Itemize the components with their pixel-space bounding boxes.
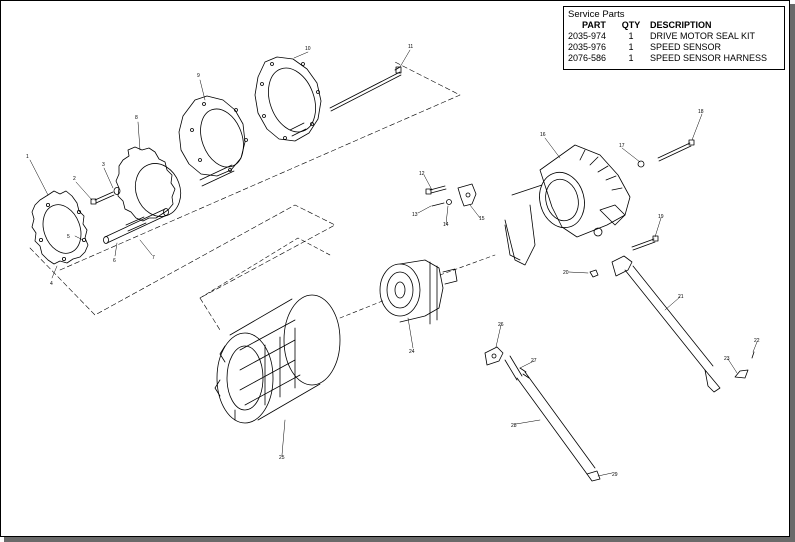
- part-description: SPEED SENSOR HARNESS: [650, 53, 768, 63]
- callout-7: 7: [152, 255, 155, 261]
- part-description: SPEED SENSOR: [650, 42, 722, 52]
- callout-20: 20: [563, 270, 569, 276]
- callout-24: 24: [409, 349, 415, 355]
- callout-23: 23: [724, 356, 730, 362]
- callout-16: 16: [540, 132, 546, 138]
- part-number: 2035-974: [568, 31, 607, 41]
- callout-27: 27: [531, 358, 537, 364]
- callout-29: 29: [612, 472, 618, 478]
- callout-9: 9: [197, 73, 200, 79]
- drive-motor: [379, 259, 458, 325]
- bolt-and-washer: [90, 187, 121, 205]
- callout-11: 11: [408, 44, 413, 50]
- housing-bolt: [637, 139, 695, 168]
- hydraulic-cylinder-right: [611, 255, 721, 393]
- frame-shadow-bottom: [4, 537, 795, 542]
- cover-plate: [254, 56, 322, 142]
- callout-14: 14: [443, 222, 449, 228]
- service-parts-table: Service Parts PART QTY DESCRIPTION 2035-…: [563, 6, 785, 70]
- callout-22: 22: [754, 338, 760, 344]
- callout-25: 25: [279, 455, 285, 461]
- drive-motor-housing: [504, 144, 631, 266]
- cylinder-end-clip: [734, 351, 755, 379]
- callout-28: 28: [511, 423, 517, 429]
- callout-10a: 10: [305, 46, 311, 52]
- callout-12: 12: [419, 171, 425, 177]
- part-qty: 1: [628, 53, 634, 63]
- callout-13: 13: [412, 212, 418, 218]
- header-description: DESCRIPTION: [650, 20, 712, 30]
- callout-6: 6: [113, 258, 116, 264]
- sprocket-plate: [31, 190, 89, 265]
- assembly-guide-line-upper: [29, 61, 461, 331]
- service-parts-header-row: PART QTY DESCRIPTION: [568, 20, 780, 31]
- part-qty: 1: [628, 31, 634, 41]
- long-bolt: [394, 66, 401, 71]
- assembly-guide-line-lower: [199, 237, 496, 319]
- part-number: 2035-976: [568, 42, 607, 52]
- leader-lines: [29, 49, 758, 477]
- hub-plate: [115, 146, 182, 222]
- frame-shadow-right: [790, 4, 795, 542]
- header-part: PART: [582, 20, 606, 30]
- gasket-plate: [178, 95, 248, 177]
- callout-26: 26: [498, 322, 504, 328]
- callout-4: 4: [50, 281, 53, 287]
- sensor-bracket-group: [425, 183, 477, 207]
- callout-2: 2: [73, 176, 76, 182]
- part-qty: 1: [628, 42, 634, 52]
- callout-1: 1: [26, 154, 29, 160]
- callout-8: 8: [135, 115, 138, 121]
- part-number: 2076-586: [568, 53, 607, 63]
- service-parts-row: 2076-586 1 SPEED SENSOR HARNESS: [568, 53, 780, 64]
- service-parts-row: 2035-976 1 SPEED SENSOR: [568, 42, 780, 53]
- axle-sleeves: [103, 66, 402, 244]
- callout-3: 3: [102, 162, 105, 168]
- callout-5: 5: [67, 234, 70, 240]
- callout-17: 17: [619, 143, 625, 149]
- part-description: DRIVE MOTOR SEAL KIT: [650, 31, 756, 41]
- callout-18: 18: [698, 109, 704, 115]
- callout-15: 15: [479, 216, 485, 222]
- lift-cylinder-left: [484, 346, 601, 482]
- callout-19: 19: [658, 214, 664, 220]
- callout-21: 21: [678, 294, 684, 300]
- service-parts-title: Service Parts: [568, 9, 625, 20]
- drive-tread-wheel: [214, 294, 341, 424]
- service-parts-row: 2035-974 1 DRIVE MOTOR SEAL KIT: [568, 31, 780, 42]
- callout-numbers: 1 2 3 4 5 6 7 8 9 10 11 12 13 14 15 16 1…: [26, 44, 760, 478]
- header-qty: QTY: [621, 20, 641, 30]
